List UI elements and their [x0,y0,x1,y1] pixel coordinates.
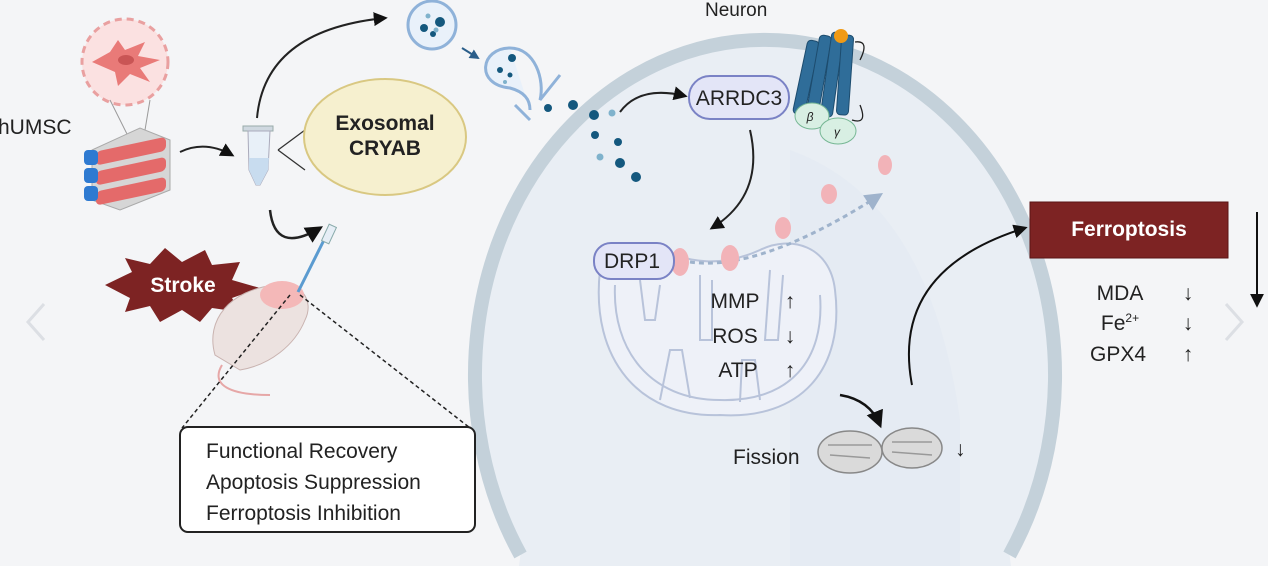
released-cryab-particles [544,100,641,182]
outcome-item: Functional Recovery [206,440,398,463]
mito-marker-list: MMP ↑ ROS ↓ ATP ↑ [711,290,796,382]
chevron-right-icon [1224,303,1245,341]
marker-direction: ↓ [1183,312,1194,335]
drp1-node [593,242,675,280]
marker-direction: ↑ [1183,343,1194,366]
marker-direction: ↓ [785,325,796,348]
marker-name: GPX4 [1090,343,1146,366]
arrow-exosome-uptake [461,47,480,60]
marker-name: ATP [718,359,757,382]
arrow-to-fission [839,393,883,429]
carousel-next-button[interactable] [1218,300,1248,344]
stroke-badge [105,248,260,322]
drp1-protein-icons [671,155,892,276]
arrow-to-exosome [256,12,388,119]
beta-label: β [806,110,814,124]
marker-direction: ↑ [785,359,796,382]
callout-lines [277,129,306,171]
cargo-label-line2: CRYAB [349,137,421,160]
marker-direction: ↑ [785,290,796,313]
marker-name: MDA [1097,282,1144,305]
arrow-to-arrdc3 [619,86,688,113]
arrdc3-node [688,75,790,120]
chevron-left-icon [25,303,46,341]
exosomal-cryab-bubble [303,78,467,196]
arrow-to-ferroptosis [907,224,1028,386]
stroke-label: Stroke [150,274,215,297]
g-protein-beta-gamma [794,102,857,145]
drp1-label: DRP1 [604,250,660,273]
arrow-to-injection [268,209,324,243]
marker-name: MMP [711,290,760,313]
exosome-fusion-icon [484,46,562,122]
cargo-label-line1: Exosomal [335,112,434,135]
gamma-label: γ [834,125,841,139]
arrdc3-label: ARRDC3 [696,87,782,110]
outcome-item: Ferroptosis Inhibition [206,502,401,525]
marker-direction: ↓ [1183,282,1194,305]
humsc-label: hUMSC [0,116,72,139]
arrow-to-drp1 [709,129,755,230]
ferroptosis-box [1029,201,1229,259]
culture-flask-icon [84,127,171,211]
fission-direction: ↓ [955,438,966,461]
exosome-icon [406,0,458,51]
neuron-label: Neuron [705,0,767,21]
drp1-translocation-arrow [689,193,884,265]
ferroptosis-marker-list: MDA ↓ Fe2+ ↓ GPX4 ↑ [1090,282,1193,366]
callout-line-left [181,294,291,429]
marker-name: ROS [712,325,758,348]
outcomes-box [179,426,476,533]
mouse-icon [212,223,338,396]
ferroptosis-label: Ferroptosis [1071,218,1187,241]
carousel-prev-button[interactable] [22,300,52,344]
outcome-item: Apoptosis Suppression [206,471,421,494]
fission-label: Fission [733,446,800,469]
arrow-to-tube [179,143,235,157]
marker-name: Fe2+ [1101,311,1139,335]
callout-line-right [299,294,471,429]
eppendorf-tube-icon [242,125,274,186]
fission-mitochondria-icon [817,427,943,474]
